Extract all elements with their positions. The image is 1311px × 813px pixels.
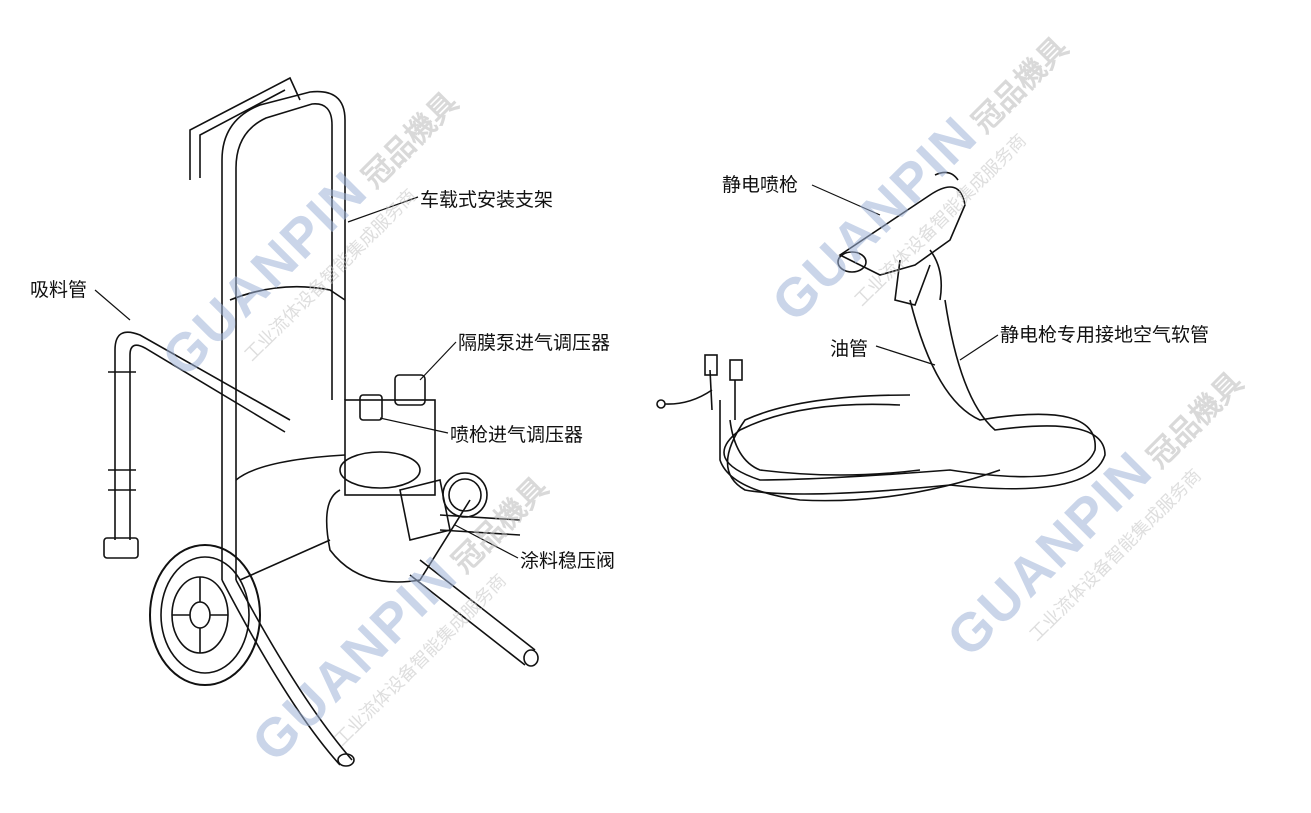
electrostatic-gun bbox=[837, 171, 966, 306]
cart-frame bbox=[189, 76, 539, 767]
label-gun-air-regulator: 喷枪进气调压器 bbox=[450, 420, 584, 447]
label-mount-bracket: 车载式安装支架 bbox=[420, 185, 554, 212]
cart-wheel bbox=[149, 544, 261, 686]
label-ground-air-hose: 静电枪专用接地空气软管 bbox=[1000, 320, 1210, 347]
hose-coil bbox=[656, 299, 1106, 502]
label-suction-tube: 吸料管 bbox=[30, 275, 88, 302]
label-oil-hose: 油管 bbox=[830, 334, 869, 361]
label-paint-regulator-valve: 涂料稳压阀 bbox=[520, 546, 616, 573]
suction-tube bbox=[103, 331, 291, 559]
label-electrostatic-gun: 静电喷枪 bbox=[722, 170, 799, 197]
label-pump-air-regulator: 隔膜泵进气调压器 bbox=[458, 328, 611, 355]
pump-assembly bbox=[325, 374, 521, 583]
leader-lines bbox=[94, 184, 999, 559]
